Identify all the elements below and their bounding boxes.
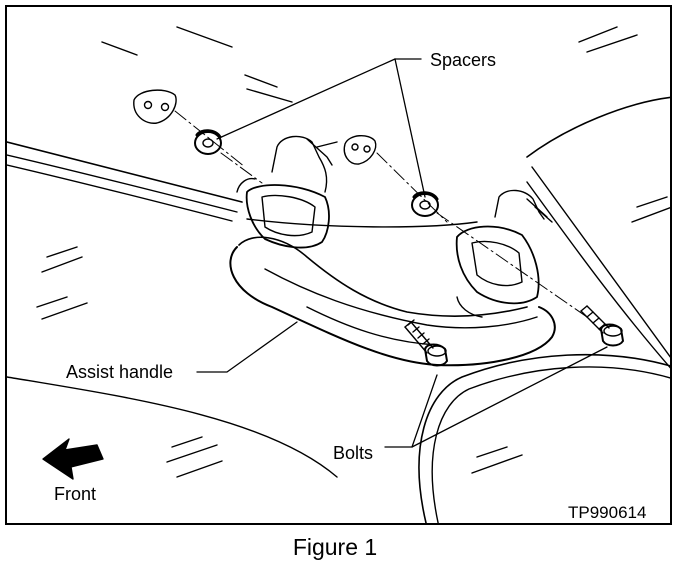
leader-lines xyxy=(196,58,608,448)
label-assist-handle: Assist handle xyxy=(66,362,174,382)
figure-caption: Figure 1 xyxy=(292,534,378,560)
bolt-center xyxy=(404,319,448,367)
label-bolts: Bolts xyxy=(333,443,374,463)
assist-handle xyxy=(229,135,556,367)
spacer-left xyxy=(194,129,222,155)
roof-panel-lines xyxy=(7,26,670,523)
label-front: Front xyxy=(54,484,97,504)
assist-handle-illustration xyxy=(7,26,670,523)
centerlines xyxy=(174,110,588,318)
clip-plate-left xyxy=(133,89,177,124)
figure-frame: Spacers Assist handle Bolts Front TP9906… xyxy=(5,5,672,525)
figure-code: TP990614 xyxy=(568,503,647,522)
bolt-right xyxy=(580,305,624,347)
clip-plate-right xyxy=(343,135,377,165)
front-direction-arrow-icon xyxy=(42,438,104,480)
label-spacers: Spacers xyxy=(430,50,497,70)
